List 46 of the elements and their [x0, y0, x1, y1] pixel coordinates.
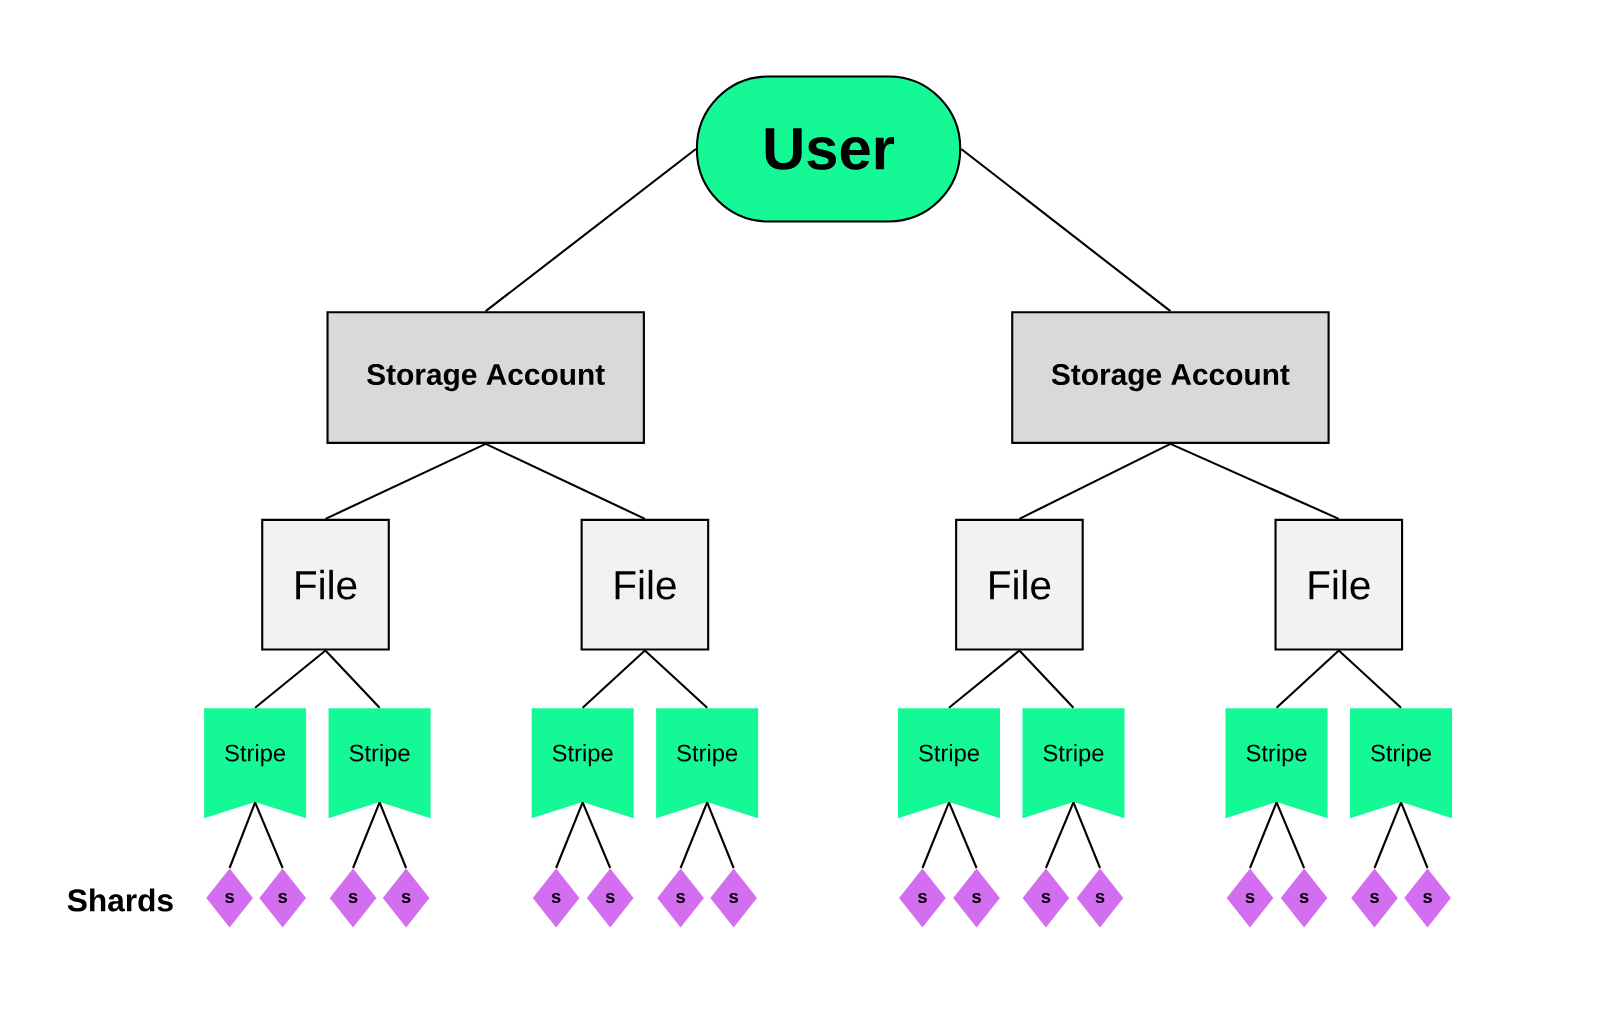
file-box: File [261, 518, 390, 651]
connector-line [1170, 442, 1340, 520]
connector-line [378, 801, 408, 869]
connector-line [324, 649, 381, 709]
file-box: File [955, 518, 1084, 651]
connector-line [1373, 801, 1402, 869]
row-label: Shards [67, 888, 173, 912]
connector-line [1338, 649, 1402, 709]
file-box: File [580, 518, 710, 651]
connector-line [254, 801, 284, 869]
connector-line [485, 442, 646, 520]
user-pill: User [695, 75, 962, 223]
connector-line [1018, 649, 1075, 709]
connector-line [254, 649, 327, 709]
connector-line [960, 147, 1172, 312]
connector-line [1275, 801, 1306, 869]
connector-line [1044, 801, 1075, 869]
connector-line [948, 649, 1021, 709]
connector-line [581, 801, 612, 869]
account-box: Storage Account [1011, 310, 1330, 444]
stripe-banner: Stripe [1350, 707, 1453, 819]
connector-line [1072, 801, 1101, 869]
stripe-banner: Stripe [656, 707, 759, 819]
connector-line [706, 801, 735, 869]
connector-line [1018, 442, 1171, 520]
connector-line [679, 801, 709, 869]
connector-line [948, 801, 978, 869]
stripe-banner: Stripe [328, 707, 431, 819]
connector-line [1275, 649, 1340, 709]
stripe-banner: Stripe [204, 707, 307, 819]
connector-line [325, 442, 487, 520]
stripe-banner: Stripe [531, 707, 634, 819]
connector-line [352, 801, 381, 869]
connector-line [1249, 801, 1278, 869]
stripe-banner: Stripe [897, 707, 1000, 819]
connector-line [581, 649, 646, 709]
account-box: Storage Account [326, 310, 645, 444]
connector-line [644, 649, 708, 709]
connector-line [228, 801, 257, 869]
connector-line [921, 801, 950, 869]
file-box: File [1274, 518, 1404, 651]
stripe-banner: Stripe [1022, 707, 1125, 819]
stripe-banner: Stripe [1225, 707, 1328, 819]
connector-line [485, 147, 697, 312]
connector-line [1400, 801, 1429, 869]
connector-line [555, 801, 584, 869]
